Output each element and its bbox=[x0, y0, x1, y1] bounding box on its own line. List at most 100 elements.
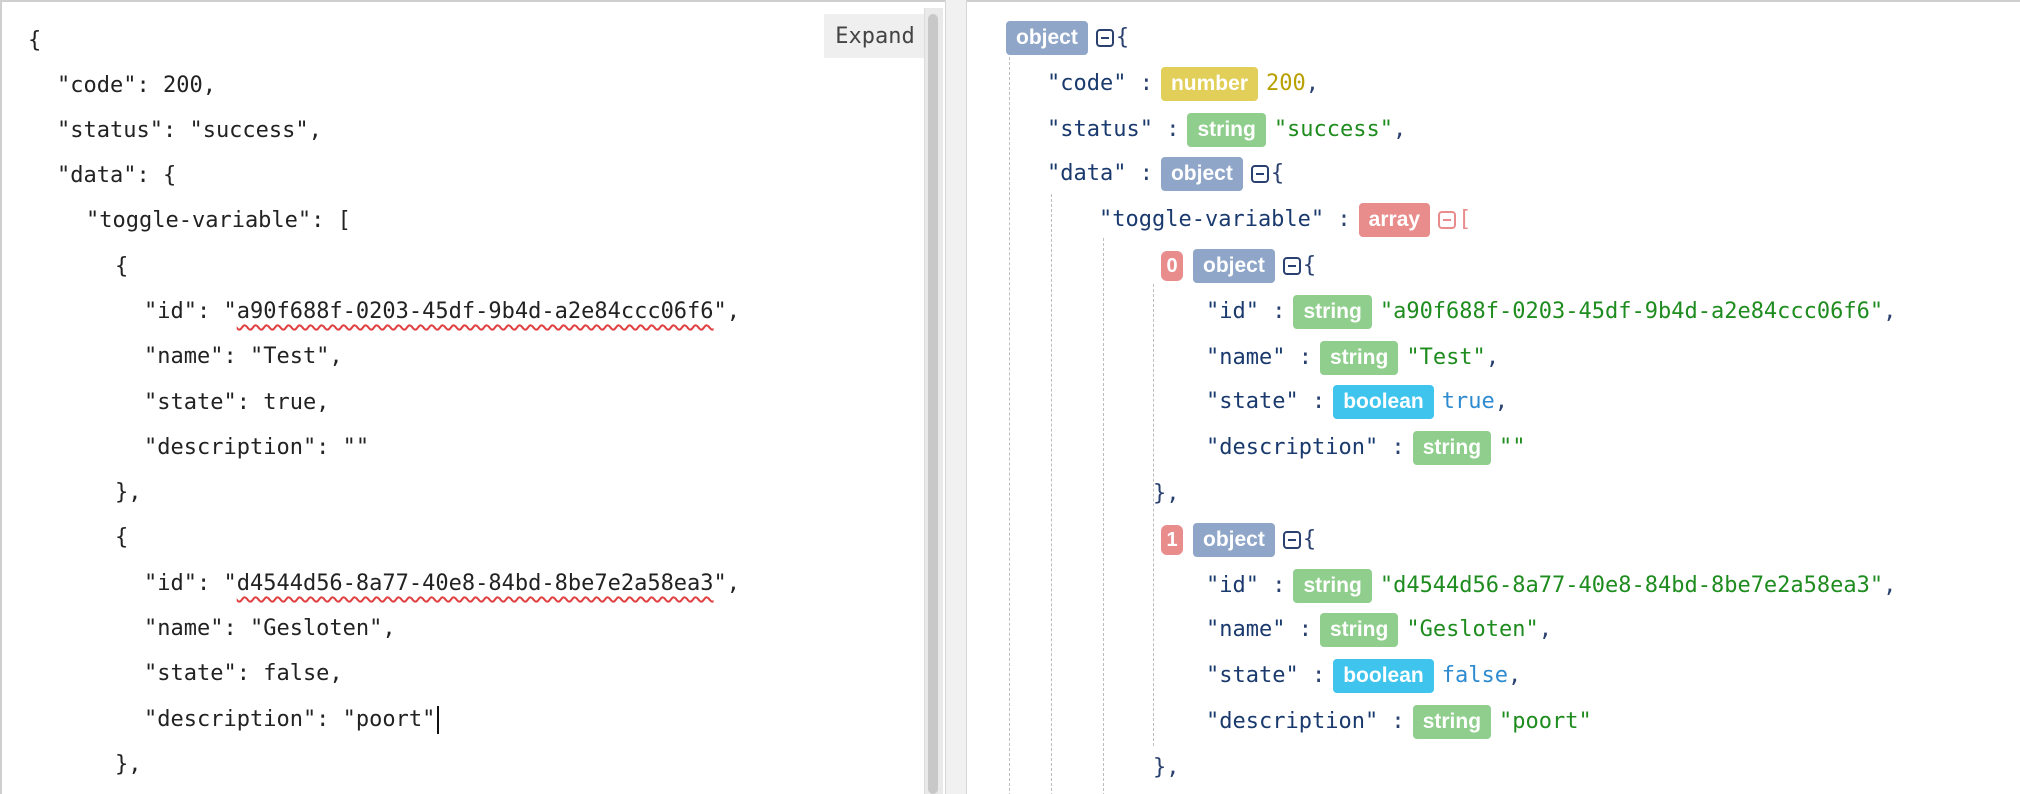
value-comma: , bbox=[1507, 663, 1522, 688]
editor-line-text: "description": "" bbox=[144, 435, 370, 460]
editor-line[interactable]: { bbox=[28, 18, 41, 64]
editor-line[interactable]: "data": { bbox=[57, 153, 176, 199]
editor-line-text: { bbox=[28, 28, 42, 53]
property-key: "status" bbox=[1047, 117, 1153, 142]
property-value: true bbox=[1441, 389, 1495, 414]
property-key: "id" bbox=[1206, 573, 1259, 598]
collapse-toggle-icon[interactable] bbox=[1282, 257, 1301, 275]
editor-line-text: "state": false, bbox=[144, 661, 343, 686]
tree-row: }, bbox=[1153, 748, 1180, 788]
opening-brace: { bbox=[1115, 25, 1130, 50]
key-colon: : bbox=[1126, 71, 1153, 96]
property-value: "" bbox=[1499, 435, 1526, 460]
type-badge-array: array bbox=[1358, 203, 1431, 237]
editor-line-text: { bbox=[115, 525, 129, 550]
key-colon: : bbox=[1378, 435, 1405, 460]
property-key: "toggle-variable" bbox=[1099, 207, 1325, 232]
type-badge-object: object bbox=[1193, 249, 1275, 283]
key-colon: : bbox=[1298, 389, 1326, 414]
editor-line[interactable]: "state": false, bbox=[144, 651, 343, 697]
collapse-toggle-icon[interactable] bbox=[1095, 29, 1114, 47]
collapse-toggle-icon[interactable] bbox=[1250, 165, 1269, 183]
property-key: "name" bbox=[1206, 617, 1286, 642]
type-badge-number: number bbox=[1160, 67, 1258, 101]
tree-row: "id" :string"a90f688f-0203-45df-9b4d-a2e… bbox=[1206, 292, 1896, 332]
editor-line[interactable]: "toggle-variable": [ bbox=[86, 198, 351, 244]
editor-scrollbar-thumb[interactable] bbox=[928, 14, 938, 794]
editor-line-text: "status": "success", bbox=[57, 118, 322, 143]
property-value: "a90f688f-0203-45df-9b4d-a2e84ccc06f6" bbox=[1379, 299, 1884, 324]
text-cursor bbox=[437, 706, 440, 734]
property-key: "state" bbox=[1206, 389, 1299, 414]
editor-line[interactable]: { bbox=[115, 515, 128, 561]
editor-line[interactable]: { bbox=[115, 244, 128, 290]
property-value: false bbox=[1441, 663, 1508, 688]
type-badge-string: string bbox=[1319, 341, 1399, 375]
collapse-toggle-icon[interactable] bbox=[1282, 531, 1301, 549]
property-value: "poort" bbox=[1499, 709, 1592, 734]
key-colon: : bbox=[1324, 207, 1351, 232]
property-key: "state" bbox=[1206, 663, 1299, 688]
type-badge-string: string bbox=[1412, 705, 1492, 739]
editor-line[interactable]: "description": "poort" bbox=[144, 697, 440, 743]
editor-line[interactable]: "id": "d4544d56-8a77-40e8-84bd-8be7e2a58… bbox=[144, 561, 740, 607]
property-key: "code" bbox=[1047, 71, 1127, 96]
pane-splitter[interactable] bbox=[945, 0, 967, 794]
editor-line-text: "toggle-variable": [ bbox=[86, 208, 351, 233]
editor-line[interactable]: }, bbox=[115, 470, 142, 516]
editor-line-text: "id": " bbox=[144, 299, 237, 324]
tree-row: "description" :string"poort" bbox=[1206, 702, 1592, 742]
closing-brace: }, bbox=[1153, 755, 1180, 780]
editor-line[interactable]: "code": 200, bbox=[57, 63, 216, 109]
editor-line[interactable]: }, bbox=[115, 742, 142, 788]
tree-guide-line bbox=[1103, 238, 1104, 794]
spellcheck-flagged-text: a90f688f-0203-45df-9b4d-a2e84ccc06f6 bbox=[236, 299, 714, 324]
editor-line[interactable]: "state": true, bbox=[144, 380, 329, 426]
type-badge-string: string bbox=[1412, 431, 1492, 465]
property-value: 200 bbox=[1266, 71, 1306, 96]
editor-line-text: "state": true, bbox=[144, 390, 330, 415]
value-comma: , bbox=[1883, 299, 1897, 324]
key-colon: : bbox=[1285, 345, 1312, 370]
collapse-toggle-icon[interactable] bbox=[1438, 211, 1457, 229]
key-colon: : bbox=[1258, 299, 1286, 324]
array-index-badge: 1 bbox=[1161, 525, 1183, 555]
tree-row: "state" : boolean true, bbox=[1206, 382, 1508, 422]
value-comma: , bbox=[1883, 573, 1897, 598]
editor-line[interactable]: "name": "Gesloten", bbox=[144, 606, 396, 652]
type-badge-object: object bbox=[1006, 21, 1088, 55]
key-colon: : bbox=[1152, 117, 1180, 142]
property-key: "description" bbox=[1206, 435, 1379, 460]
editor-line-text: { bbox=[115, 254, 129, 279]
value-comma: , bbox=[1494, 389, 1508, 414]
type-badge-boolean: boolean bbox=[1333, 659, 1434, 693]
type-badge-object: object bbox=[1160, 157, 1243, 191]
editor-line-text: "data": { bbox=[57, 163, 177, 188]
key-colon: : bbox=[1298, 663, 1326, 688]
property-key: "data" bbox=[1047, 161, 1127, 186]
json-tree-viewer: object { "code" : number 200, "status" : strin… bbox=[967, 0, 2020, 794]
editor-line[interactable]: "status": "success", bbox=[57, 108, 322, 154]
expand-button[interactable]: Expand bbox=[824, 14, 926, 58]
editor-line-text: "description": "poort" bbox=[144, 707, 436, 732]
editor-line-text: ", bbox=[713, 571, 741, 596]
editor-line-text: ", bbox=[713, 299, 741, 324]
type-badge-string: string bbox=[1187, 113, 1266, 147]
editor-line-text: }, bbox=[115, 480, 142, 505]
editor-line[interactable]: "description": "" bbox=[144, 425, 369, 471]
tree-row: "toggle-variable" :array[ bbox=[1099, 200, 1471, 240]
editor-line[interactable]: "name": "Test", bbox=[144, 334, 343, 380]
type-badge-object: object bbox=[1193, 523, 1275, 557]
key-colon: : bbox=[1126, 161, 1153, 186]
closing-brace: }, bbox=[1153, 481, 1180, 506]
tree-row: "id" :string"d4544d56-8a77-40e8-84bd-8be… bbox=[1206, 566, 1896, 606]
type-badge-boolean: boolean bbox=[1333, 385, 1434, 419]
tree-row: }, bbox=[1153, 474, 1180, 514]
value-comma: , bbox=[1485, 345, 1500, 370]
key-colon: : bbox=[1378, 709, 1405, 734]
tree-row: "name" :string"Gesloten", bbox=[1206, 610, 1552, 650]
raw-json-editor[interactable]: { "code": 200, "status": "success", "data":… bbox=[0, 0, 945, 794]
editor-line[interactable]: "id": "a90f688f-0203-45df-9b4d-a2e84ccc0… bbox=[144, 289, 740, 335]
